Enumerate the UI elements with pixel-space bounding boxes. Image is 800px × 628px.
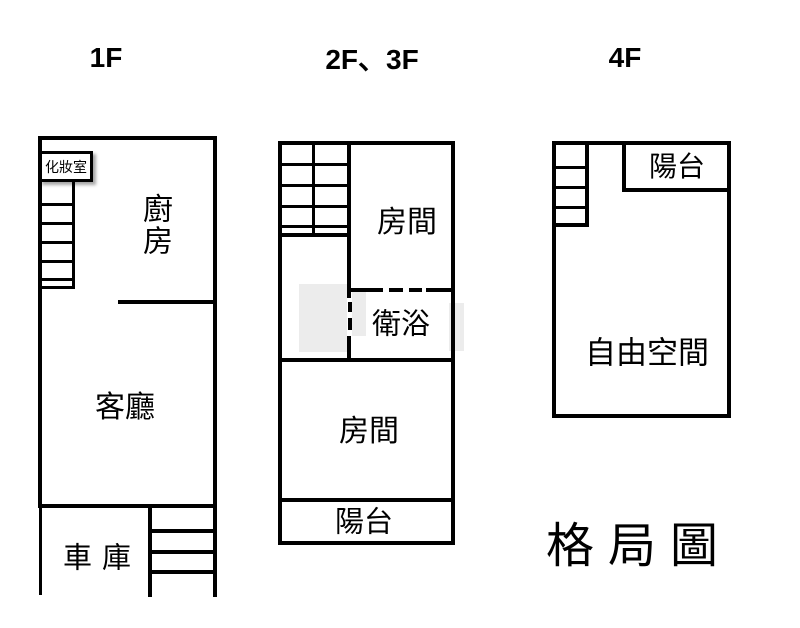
floor-1f-outline	[38, 136, 217, 508]
label-balcony-4f: 陽台	[648, 149, 706, 183]
wall-bathroom-top	[350, 288, 383, 292]
wall-balcony-4f-left	[622, 143, 626, 192]
stair-1f-bottom	[40, 286, 75, 289]
wall-garage-right	[213, 508, 217, 597]
stair-1f-right-rail	[72, 182, 75, 289]
floor-heading-1f: 1F	[89, 42, 123, 73]
label-balcony-2f3f: 陽台	[334, 504, 394, 539]
wall-balcony-2f3f-top	[278, 498, 455, 502]
stair-step-line	[555, 186, 588, 189]
powder-room-box: 化妝室	[39, 151, 93, 182]
label-powder-room: 化妝室	[45, 159, 87, 176]
bathroom-door-dash	[389, 288, 403, 292]
floor-heading-2f3f: 2F、3F	[325, 44, 419, 75]
stair-step-line	[281, 184, 347, 187]
wall-2f3f-vertical-lower	[347, 336, 351, 362]
stair-step-line	[281, 205, 347, 208]
floor-2f3f-outline	[278, 141, 455, 545]
stair-step-line	[40, 222, 75, 225]
label-room-lower: 房間	[339, 413, 399, 449]
stair-step-line	[40, 260, 75, 263]
stair-2f3f-mid-rail	[312, 143, 315, 236]
wall-garage-left	[39, 508, 42, 595]
bathroom-door-dash	[348, 302, 352, 312]
page-title: 格局圖	[545, 518, 733, 574]
label-kitchen: 廚 房	[143, 192, 173, 260]
stair-step-line	[150, 529, 214, 533]
floor-4f-outline	[552, 141, 731, 418]
stair-step-line	[40, 278, 75, 281]
watermark	[299, 284, 347, 352]
wall-bathroom-top	[426, 288, 455, 292]
label-bathroom: 衛浴	[371, 306, 431, 341]
stair-4f-right-rail	[585, 143, 589, 227]
stair-step-line	[40, 203, 75, 206]
stair-step-line	[150, 570, 214, 574]
stair-2f3f-bottom	[281, 233, 351, 237]
watermark	[352, 292, 366, 336]
wall-kitchen-divider	[118, 300, 213, 304]
stair-step-line	[281, 225, 347, 228]
label-living-room: 客廳	[95, 389, 155, 425]
stair-step-line	[150, 550, 214, 554]
stair-4f-bottom	[555, 223, 589, 227]
floor-heading-4f: 4F	[608, 42, 642, 73]
stair-step-line	[40, 241, 75, 244]
bathroom-door-dash	[348, 318, 352, 330]
wall-2f3f-middle	[278, 358, 455, 362]
bathroom-door-dash	[409, 288, 422, 292]
label-room-upper: 房間	[377, 204, 437, 240]
wall-2f3f-vertical-upper	[347, 141, 351, 298]
stair-step-line	[555, 166, 588, 169]
wall-balcony-4f-bottom	[622, 188, 728, 192]
label-garage: 車庫	[62, 540, 142, 575]
label-free-space: 自由空間	[585, 335, 709, 372]
stair-step-line	[281, 163, 347, 166]
stair-step-line	[555, 206, 588, 209]
